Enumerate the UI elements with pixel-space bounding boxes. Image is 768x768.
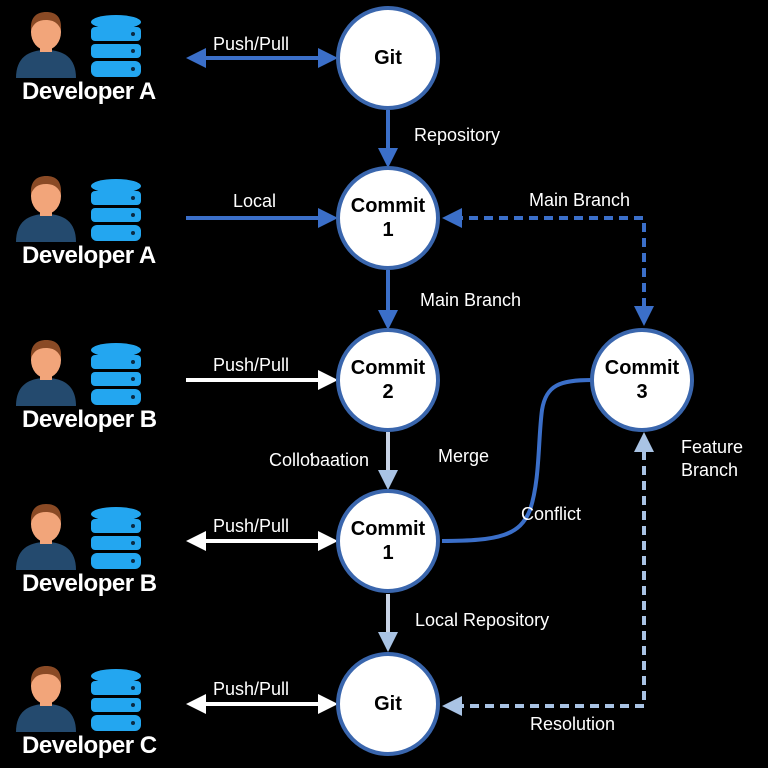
edge-resolution-dashed <box>442 432 654 716</box>
node-commit-2[interactable]: Commit 2 <box>336 328 440 432</box>
developer-b-2: Developer B <box>0 492 200 602</box>
developer-a-2: Developer A <box>0 164 200 274</box>
node-number: 1 <box>382 542 394 564</box>
node-title: Git <box>374 47 402 69</box>
database-icon <box>91 15 141 77</box>
database-icon <box>91 343 141 405</box>
node-title: Commit <box>350 357 426 379</box>
label-main-branch-right: Main Branch <box>529 190 631 210</box>
person-icon <box>16 504 76 570</box>
label-conflict: Conflict <box>521 504 582 524</box>
node-commit-1-top[interactable]: Commit 1 <box>336 166 440 270</box>
node-git-bottom[interactable]: Git <box>336 652 440 756</box>
database-icon <box>91 669 141 731</box>
label-main-branch-center: Main Branch <box>420 290 522 310</box>
developer-a-1: Developer A <box>0 0 200 110</box>
node-number: 2 <box>382 381 394 403</box>
developer-label: Developer C <box>22 732 157 759</box>
developer-label: Developer B <box>22 570 157 597</box>
developer-label: Developer A <box>22 78 156 105</box>
node-title: Git <box>374 693 402 715</box>
label-resolution: Resolution <box>530 714 616 734</box>
node-git-top[interactable]: Git <box>336 6 440 110</box>
label-push-pull-b2: Push/Pull <box>213 516 290 536</box>
label-repository: Repository <box>414 125 501 145</box>
developer-c: Developer C <box>0 654 200 764</box>
edge-main-branch-dashed <box>442 208 654 326</box>
node-number: 1 <box>382 219 394 241</box>
node-commit-1-bottom[interactable]: Commit 1 <box>336 489 440 593</box>
node-title: Commit <box>350 518 426 540</box>
person-icon <box>16 12 76 78</box>
label-collaboration: Colloƅaation <box>269 450 370 470</box>
person-icon <box>16 666 76 732</box>
label-feature: Feature <box>681 437 744 457</box>
node-number: 3 <box>636 381 648 403</box>
label-local: Local <box>233 191 277 211</box>
label-local-repository: Local Repository <box>415 610 550 630</box>
person-icon <box>16 176 76 242</box>
database-icon <box>91 507 141 569</box>
node-title: Commit <box>350 195 426 217</box>
database-icon <box>91 179 141 241</box>
node-title: Commit <box>604 357 680 379</box>
label-push-pull-c: Push/Pull <box>213 679 290 699</box>
label-branch: Branch <box>681 460 739 480</box>
developer-label: Developer A <box>22 242 156 269</box>
label-push-pull-a: Push/Pull <box>213 34 290 54</box>
developer-b-1: Developer B <box>0 328 200 438</box>
developer-label: Developer B <box>22 406 157 433</box>
node-commit-3[interactable]: Commit 3 <box>590 328 694 432</box>
label-merge: Merge <box>438 446 490 466</box>
person-icon <box>16 340 76 406</box>
label-push-pull-b1: Push/Pull <box>213 355 290 375</box>
